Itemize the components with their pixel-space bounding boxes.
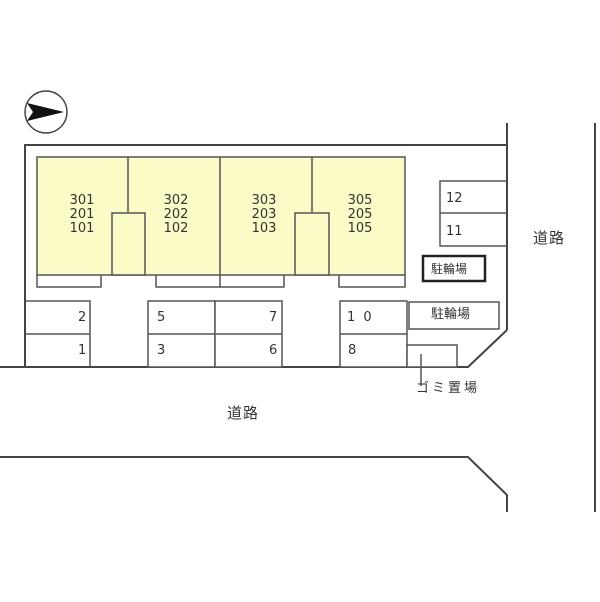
north-arrow-icon xyxy=(24,90,68,134)
road-edge-south xyxy=(0,456,508,512)
road-label-east: 道路 xyxy=(533,229,566,247)
parking-11: 11 xyxy=(446,224,463,239)
parking-1: 1 xyxy=(78,343,87,358)
unit-floor-1: 103 xyxy=(251,221,277,236)
parking-6: 6 xyxy=(269,343,278,358)
unit-label-5: 305 205 105 xyxy=(330,194,390,236)
parking-7: 7 xyxy=(269,310,278,325)
parking-12: 12 xyxy=(446,191,463,206)
unit-label-2: 302 202 102 xyxy=(146,194,206,236)
unit-floor-2: 201 xyxy=(69,207,95,222)
unit-floor-2: 205 xyxy=(347,207,373,222)
unit-floor-3: 303 xyxy=(251,193,277,208)
parking-3: 3 xyxy=(157,343,166,358)
parking-5: 5 xyxy=(157,310,166,325)
road-label-south: 道路 xyxy=(227,404,260,422)
unit-floor-1: 105 xyxy=(347,221,373,236)
parking-8: 8 xyxy=(348,343,357,358)
garbage-area-label: ゴミ置場 xyxy=(416,381,481,396)
unit-floor-3: 302 xyxy=(163,193,189,208)
unit-floor-2: 202 xyxy=(163,207,189,222)
unit-floor-1: 101 xyxy=(69,221,95,236)
unit-floor-3: 301 xyxy=(69,193,95,208)
unit-floor-1: 102 xyxy=(163,221,189,236)
unit-floor-3: 305 xyxy=(347,193,373,208)
unit-floor-2: 203 xyxy=(251,207,277,222)
parking-2: 2 xyxy=(78,310,87,325)
parking-10: 1 0 xyxy=(347,310,374,325)
bicycle-parking-label-1: 駐輪場 xyxy=(431,262,468,276)
unit-label-1: 301 201 101 xyxy=(52,194,112,236)
bicycle-parking-label-2: 駐輪場 xyxy=(431,307,471,322)
lot-boundary xyxy=(24,144,507,367)
building xyxy=(36,156,406,288)
unit-label-3: 303 203 103 xyxy=(234,194,294,236)
